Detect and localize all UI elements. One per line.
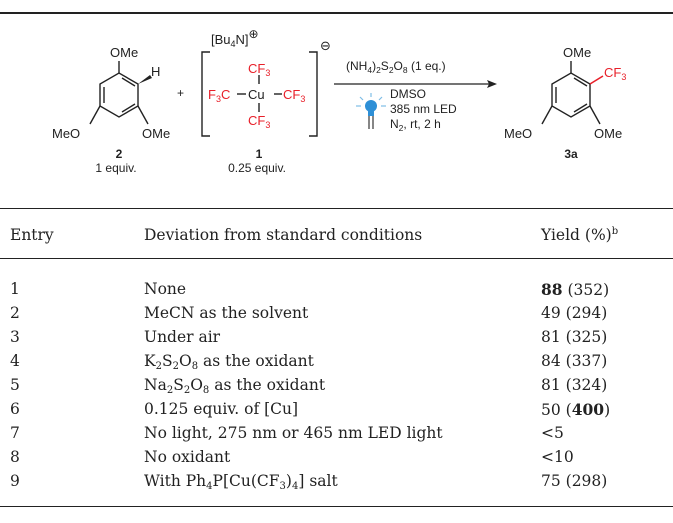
substrate-ome-right: OMe (142, 126, 170, 141)
header-yield-footnote: b (611, 226, 619, 237)
cf3-bottom: CF3 (248, 113, 270, 130)
substrate-equiv: 1 equiv. (95, 161, 136, 175)
reagent-cation: [Bu4N]⊕ (211, 27, 259, 49)
top-rule (0, 12, 673, 14)
substrate-ome-left: MeO (52, 126, 80, 141)
table-row: 6 0.125 equiv. of [Cu] 50 (400) (10, 400, 611, 419)
oxidant-label: (NH4)2S2O8 (1 eq.) (346, 59, 446, 75)
product-ome-top: OMe (563, 45, 591, 60)
product-number: 3a (564, 147, 578, 161)
copper-center: Cu (248, 87, 265, 102)
substrate-h: H (151, 64, 160, 79)
header-entry: Entry (10, 226, 54, 244)
led-bulb-icon (356, 93, 386, 129)
header-deviation: Deviation from standard conditions (144, 226, 423, 244)
product-cf3: CF3 (604, 65, 626, 82)
product-ome-left: MeO (504, 126, 532, 141)
cf3-right: CF3 (283, 87, 305, 104)
substrate-ome-top: OMe (110, 45, 138, 60)
table-row: 8 No oxidant <10 (10, 448, 574, 466)
table-row: 3 Under air 81 (325) (10, 328, 608, 346)
header-yield: Yield (%)b (541, 226, 619, 244)
product-ome-right: OMe (594, 126, 622, 141)
substrate-number: 2 (116, 147, 123, 161)
right-bracket (309, 51, 318, 137)
table-row: 1 None 88 (352) (10, 280, 610, 299)
reaction-arrow-head (487, 80, 497, 88)
cf3-top: CF3 (248, 61, 270, 78)
atmosphere-label: N2, rt, 2 h (390, 117, 441, 133)
table-row: 2 MeCN as the solvent 49 (294) (10, 304, 608, 322)
light-label: 385 nm LED (390, 102, 457, 116)
bottom-rule (0, 506, 673, 507)
header-rule (0, 258, 673, 259)
left-bracket (201, 51, 210, 137)
substrate-structure (89, 61, 149, 125)
table-row: 9 With Ph4P[Cu(CF3)4] salt 75 (298) (10, 472, 608, 492)
reaction-scheme: OMe H MeO OMe 2 1 equiv. + [Bu4N]⊕ ⊖ CF3… (52, 27, 626, 175)
product-structure (541, 61, 601, 125)
mid-rule (0, 208, 673, 209)
cf3-bond (589, 75, 604, 85)
reagent-number: 1 (256, 147, 263, 161)
cu-bonds (237, 75, 282, 112)
plus-sign: + (177, 86, 184, 100)
solvent-label: DMSO (390, 87, 426, 101)
table-row: 4 K2S2O8 as the oxidant 84 (337) (10, 352, 608, 372)
h-wedge-bond (138, 75, 152, 84)
table-row: 5 Na2S2O8 as the oxidant 81 (324) (10, 376, 608, 396)
anion-charge: ⊖ (320, 38, 331, 53)
table-row: 7 No light, 275 nm or 465 nm LED light <… (10, 424, 564, 442)
reagent-equiv: 0.25 equiv. (228, 161, 286, 175)
cf3-left: F3C (208, 87, 230, 104)
